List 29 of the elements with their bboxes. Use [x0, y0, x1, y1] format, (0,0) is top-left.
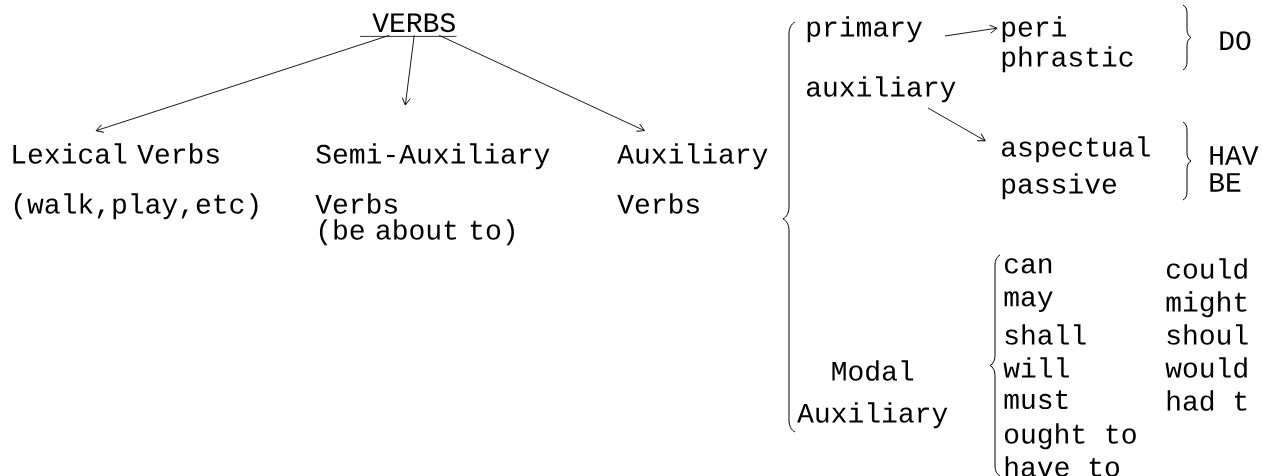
- arrow: [401, 34, 415, 106]
- text-label: have to: [1005, 456, 1119, 476]
- text-label: peri phrastic: [1002, 16, 1133, 73]
- text-label: ought to: [1005, 423, 1136, 450]
- arrow: [927, 107, 986, 142]
- text-label: Semi-Auxiliary Verbs (be about to): [315, 143, 550, 246]
- text-label: would: [1165, 357, 1247, 378]
- text-label: passive: [1002, 173, 1116, 200]
- text-label: aspectual: [1001, 136, 1150, 163]
- text-label: shall: [1005, 324, 1086, 345]
- text-label: must: [1004, 390, 1068, 410]
- heading: VERBS: [359, 13, 457, 37]
- text-label: might: [1166, 291, 1247, 318]
- text-label: will: [1003, 357, 1069, 378]
- text-label: may: [1004, 291, 1053, 313]
- text-label: Lexical Verbs (walk,play,etc): [13, 143, 258, 220]
- arrow: [438, 34, 645, 132]
- text-label: could: [1166, 258, 1247, 279]
- text-label: had t: [1167, 390, 1247, 411]
- arrow: [95, 34, 390, 133]
- text-label: DO: [1220, 31, 1251, 51]
- text-label: shoul: [1167, 324, 1248, 345]
- text-label: BE: [1210, 173, 1241, 192]
- text-label: can: [1005, 258, 1052, 274]
- text-label: primary auxiliary: [806, 16, 956, 103]
- text-label: HAV: [1210, 146, 1259, 165]
- text-label: Auxiliary Verbs: [617, 143, 768, 214]
- arrow: [944, 24, 998, 37]
- text-label: Modal Auxiliary: [797, 360, 948, 429]
